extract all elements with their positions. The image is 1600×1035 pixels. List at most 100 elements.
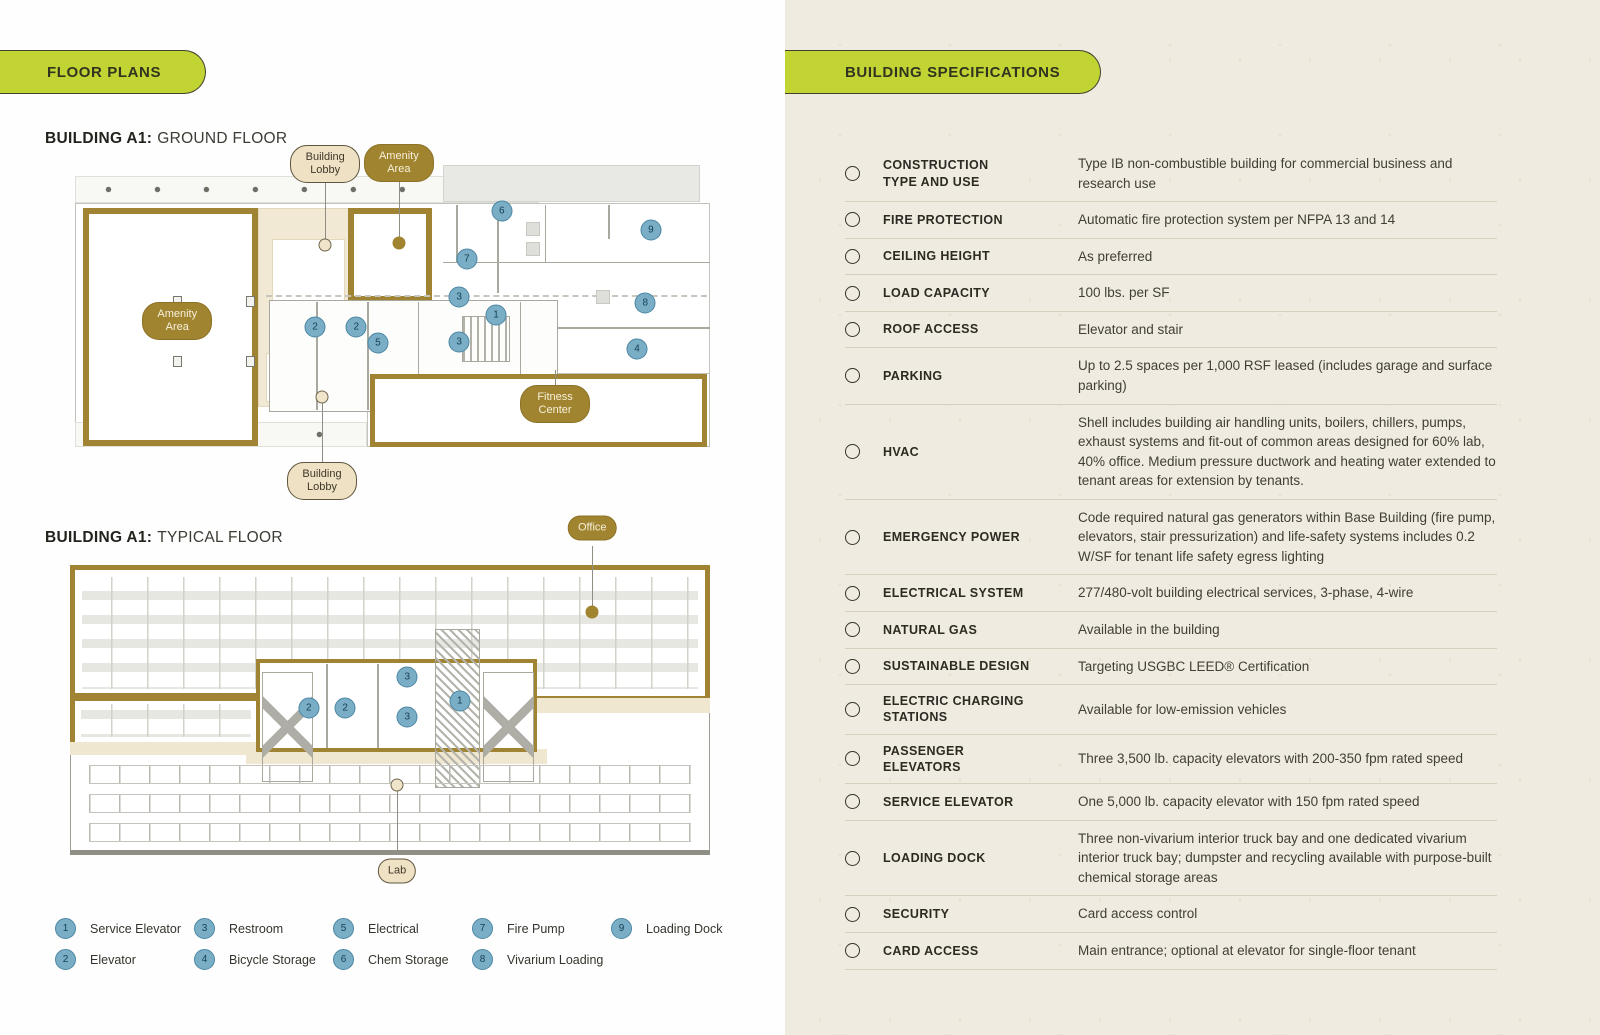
legend-label: Service Elevator (90, 921, 182, 936)
legend-label: Elevator (90, 952, 136, 967)
spec-bullet (845, 622, 883, 638)
label-leader-line (325, 180, 327, 245)
label-leader-line (397, 785, 399, 854)
spec-label: SERVICE ELEVATOR (883, 794, 1014, 809)
plan-label-pill: Amenity Area (363, 143, 434, 182)
spec-row: SERVICE ELEVATOR One 5,000 lb. capacity e… (845, 784, 1497, 821)
spec-bullet (845, 166, 883, 182)
ground-floor-title-building: BUILDING A1: (45, 130, 153, 147)
legend-number-marker: 1 (55, 918, 76, 939)
circle-bullet-icon (845, 658, 860, 674)
spec-row: ELECTRICAL SYSTEM 277/480-volt building e… (845, 575, 1497, 612)
legend-number-marker: 9 (611, 918, 632, 939)
spec-bullet (845, 444, 883, 460)
spec-bullet (845, 285, 883, 301)
legend-label: Loading Dock (646, 921, 723, 936)
plan-number-marker: 4 (626, 338, 648, 360)
spec-label: SECURITY (883, 907, 950, 922)
elevator-shaft (482, 672, 534, 783)
spec-value: Targeting USGBC LEED® Certification (1078, 658, 1310, 674)
legend-label: Restroom (229, 921, 284, 936)
legend-item: 1 Service Elevator (55, 918, 194, 939)
plan-number-marker: 2 (334, 697, 356, 719)
circle-bullet-icon (845, 751, 860, 767)
shaft-hatch (525, 222, 540, 236)
corridor-band (70, 741, 262, 755)
spec-value: Automatic fire protection system per NFP… (1078, 212, 1396, 228)
circle-bullet-icon (845, 166, 860, 182)
spec-label: ELECTRICAL SYSTEM (883, 586, 1024, 601)
legend-number-marker: 5 (333, 918, 354, 939)
plan-number-marker: 2 (345, 316, 367, 338)
spec-value: Card access control (1078, 906, 1198, 922)
label-leader-line (592, 546, 594, 612)
spec-bullet (845, 658, 883, 674)
circle-bullet-icon (845, 444, 860, 460)
plan-number-marker: 6 (491, 200, 513, 222)
legend-label: Chem Storage (368, 952, 449, 967)
ground-floor-title-floor: GROUND FLOOR (157, 130, 288, 147)
spec-label: FIRE PROTECTION (883, 212, 1003, 227)
spec-value: Elevator and stair (1078, 321, 1184, 337)
spec-label: LOAD CAPACITY (883, 285, 991, 300)
spec-value: Three 3,500 lb. capacity elevators with … (1078, 751, 1463, 767)
spec-value: As preferred (1078, 248, 1153, 264)
spec-bullet (845, 794, 883, 810)
plan-label-pill: Building Lobby (290, 144, 361, 183)
circle-bullet-icon (845, 943, 860, 959)
legend-item: 2 Elevator (55, 949, 194, 970)
plan-number-marker: 3 (448, 331, 470, 353)
circle-bullet-icon (845, 529, 860, 545)
plan-label-pill: Amenity Area (142, 301, 213, 340)
spec-label: NATURAL GAS (883, 622, 978, 637)
spec-value: One 5,000 lb. capacity elevator with 150… (1078, 794, 1420, 810)
spec-label: CEILING HEIGHT (883, 249, 990, 264)
lease-line-dashed (265, 294, 707, 297)
spec-value: Code required natural gas generators wit… (1078, 509, 1496, 564)
plan-number-marker: 2 (298, 697, 320, 719)
legend-number-marker: 4 (194, 949, 215, 970)
label-leader-line (398, 180, 401, 244)
partition-wall (544, 204, 547, 262)
core-wall (377, 663, 379, 748)
legend-label: Fire Pump (507, 921, 565, 936)
legend-item: 9 Loading Dock (611, 918, 750, 939)
spec-value: Main entrance; optional at elevator for … (1078, 942, 1416, 958)
floor-plans-panel: FLOOR PLANS BUILDING A1:GROUND FLOOR (0, 0, 785, 1035)
lab-bench-row (89, 794, 691, 813)
spec-bullet (845, 585, 883, 601)
spec-bullet (845, 212, 883, 228)
circle-bullet-icon (845, 585, 860, 601)
legend-item: 6 Chem Storage (333, 949, 472, 970)
spec-value: Shell includes building air handling uni… (1078, 414, 1496, 489)
spec-value: Available in the building (1078, 622, 1220, 637)
legend-number-marker: 6 (333, 949, 354, 970)
typical-floor-title-floor: TYPICAL FLOOR (157, 529, 283, 546)
circle-bullet-icon (845, 701, 860, 717)
legend-number-marker: 7 (472, 918, 493, 939)
plan-number-marker: 7 (456, 248, 478, 270)
spec-label: CARD ACCESS (883, 943, 979, 958)
spec-row: CARD ACCESS Main entrance; optional at el… (845, 933, 1497, 970)
column-marker (173, 355, 183, 367)
legend-number-marker: 8 (472, 949, 493, 970)
plan-number-marker: 1 (449, 690, 471, 712)
plan-number-marker: 3 (396, 706, 418, 728)
spec-label: CONSTRUCTION TYPE AND USE (883, 158, 989, 189)
plan-number-marker: 3 (396, 666, 418, 688)
column-marker (246, 296, 256, 308)
legend-number-marker: 2 (55, 949, 76, 970)
spec-row: CEILING HEIGHT As preferred (845, 239, 1497, 276)
column-marker (246, 355, 256, 367)
plan-label-pill: Lab (377, 858, 417, 884)
legend-item: 7 Fire Pump (472, 918, 611, 939)
spec-bullet (845, 751, 883, 767)
spec-value: 277/480-volt building electrical service… (1078, 585, 1414, 601)
